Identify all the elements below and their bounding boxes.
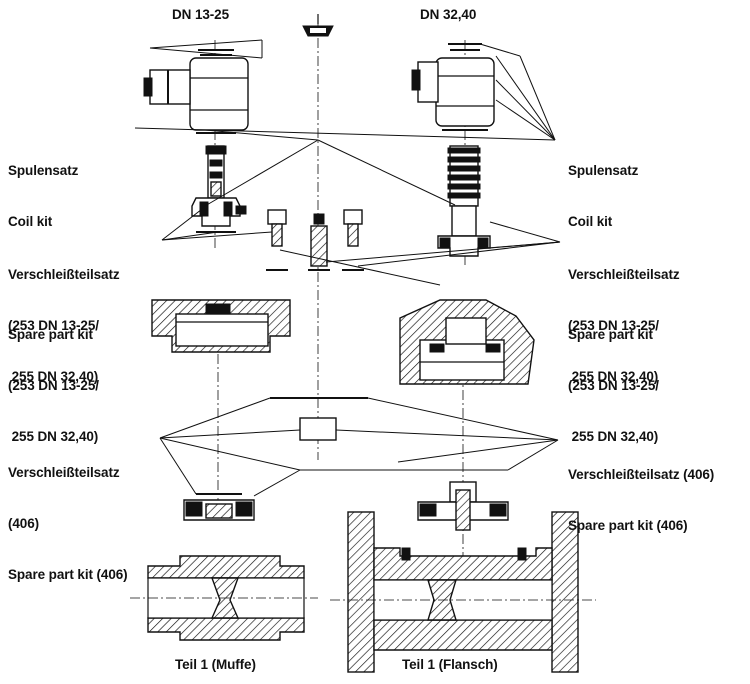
body-muffe <box>130 555 318 641</box>
label-line: Spare part kit <box>568 327 653 342</box>
coil-left <box>143 49 249 134</box>
piston-left-406 <box>183 493 255 521</box>
label-line: Coil kit <box>568 214 613 229</box>
label-spare-kit-right: Spare part kit (253 DN 13-25/ 255 DN 32,… <box>568 292 659 462</box>
leader-lines <box>134 39 561 497</box>
label-line: Verschleißteilsatz <box>568 267 680 282</box>
label-coil-kit-right: Spulensatz Coil kit <box>568 128 638 247</box>
top-gasket-part <box>302 14 334 37</box>
diaphragm-406 <box>270 397 368 441</box>
label-spare-kit-left: Spare part kit (253 DN 13-25/ 255 DN 32,… <box>8 292 99 462</box>
label-line: (253 DN 13-25/ <box>568 378 659 393</box>
header-dn-13-25: DN 13-25 <box>172 7 229 22</box>
label-wear-kit-left: Verschleißteilsatz (253 DN 13-25/ 255 DN… <box>8 232 120 402</box>
label-line: Spare part kit (406) <box>568 518 688 533</box>
armature-left <box>191 145 247 233</box>
bonnet-right <box>399 299 535 385</box>
screws-center <box>266 209 364 271</box>
label-line: 255 DN 32,40) <box>568 429 659 444</box>
label-line: (253 DN 13-25/ <box>568 318 659 333</box>
label-wear-kit-406-right: Verschleißteilsatz (406) Spare part kit … <box>568 432 714 551</box>
label-line: Spare part kit (406) <box>8 567 128 582</box>
label-line: 255 DN 32,40) <box>568 369 659 384</box>
label-line: Spulensatz <box>568 163 639 178</box>
coil-right <box>411 43 495 131</box>
piston-right-406 <box>417 481 509 531</box>
caption-teil1-flansch: Teil 1 (Flansch) <box>402 657 498 672</box>
caption-teil1-muffe: Teil 1 (Muffe) <box>175 657 256 672</box>
label-line: (253 DN 13-25/ <box>8 318 99 333</box>
label-line: 255 DN 32,40) <box>8 429 99 444</box>
label-line: Coil kit <box>8 214 53 229</box>
label-line: Verschleißteilsatz (406) <box>568 467 715 482</box>
label-wear-kit-right: Verschleißteilsatz (253 DN 13-25/ 255 DN… <box>568 232 680 402</box>
label-line: Spulensatz <box>8 163 79 178</box>
label-line: Spare part kit <box>8 327 93 342</box>
label-line: 255 DN 32,40) <box>8 369 99 384</box>
bonnet-left <box>151 299 291 353</box>
body-flansch <box>330 511 596 673</box>
label-coil-kit-left: Spulensatz Coil kit <box>8 128 78 247</box>
label-line: Verschleißteilsatz <box>8 465 120 480</box>
label-line: (253 DN 13-25/ <box>8 378 99 393</box>
header-dn-32-40: DN 32,40 <box>420 7 477 22</box>
label-line: (406) <box>8 516 40 531</box>
label-line: Verschleißteilsatz <box>8 267 120 282</box>
label-wear-kit-406-left: Verschleißteilsatz (406) Spare part kit … <box>8 430 128 600</box>
